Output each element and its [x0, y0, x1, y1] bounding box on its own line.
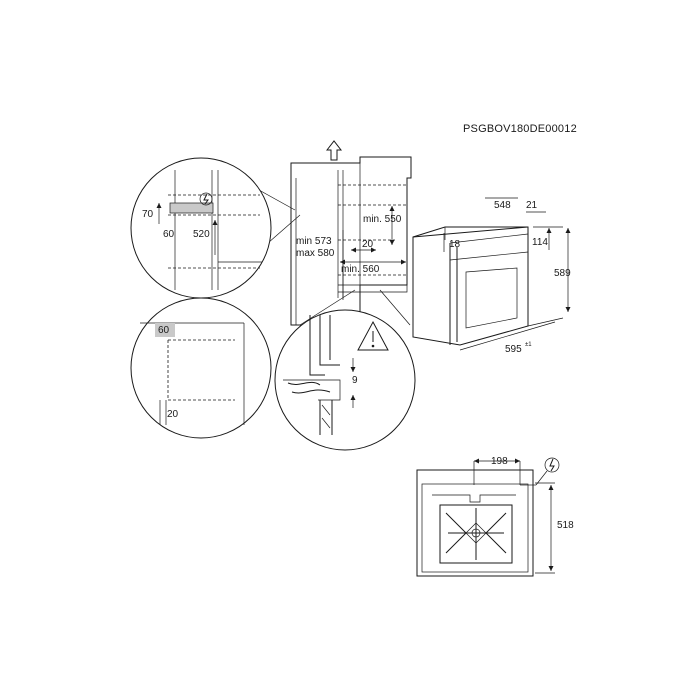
dim-max-580: max 580 [296, 248, 335, 259]
oven-back-drawing: 198 518 [416, 456, 574, 577]
dim-min-560: min. 560 [341, 264, 380, 275]
dim-520: 520 [193, 229, 210, 240]
warning-triangle-icon [357, 320, 389, 351]
dim-min-550: min. 550 [363, 214, 402, 225]
power-plug-icon [199, 192, 213, 206]
dim-548: 548 [494, 200, 511, 211]
up-arrow-icon [325, 140, 343, 161]
dim-60-lower: 60 [158, 325, 170, 336]
dim-595: 595 [505, 344, 522, 355]
detail-circle-ventilation: 70 60 520 [130, 157, 301, 299]
dim-589: 589 [554, 268, 571, 279]
document-code: PSGBOV180DE00012 [463, 123, 577, 135]
dim-21: 21 [526, 200, 538, 211]
dim-70: 70 [142, 209, 154, 220]
cabinet-drawing: min. 550 min 573 max 580 20 min. 560 [290, 140, 412, 326]
dim-198: 198 [491, 456, 508, 467]
dim-518: 518 [557, 520, 574, 531]
dim-114: 114 [532, 237, 548, 248]
dim-min-573: min 573 [296, 236, 332, 247]
dim-60-upper: 60 [163, 229, 175, 240]
dim-20: 20 [362, 239, 374, 250]
detail-circle-floor: 9 [274, 289, 416, 451]
dim-9: 9 [352, 375, 358, 386]
dim-18: 18 [449, 239, 461, 250]
dim-595-tolerance: ±1 [525, 342, 532, 348]
power-plug-icon [535, 457, 560, 486]
detail-circle-gap: 60 20 [130, 297, 272, 439]
oven-drawing: 548 21 18 114 589 595 ±1 [412, 197, 571, 355]
dim-20-lower: 20 [167, 409, 179, 420]
